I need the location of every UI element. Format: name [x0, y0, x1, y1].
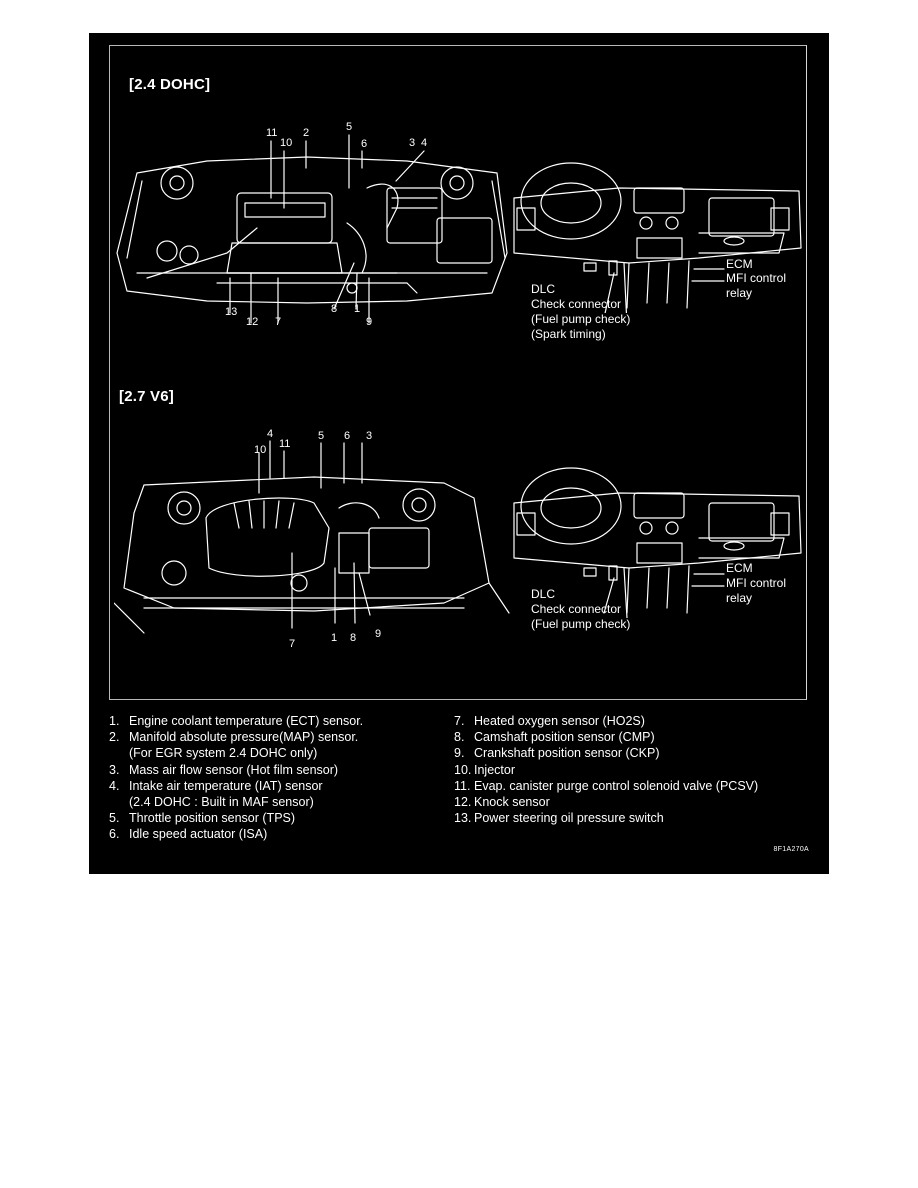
- legend-item-11: 11.Evap. canister purge control solenoid…: [454, 778, 759, 793]
- diagram-panel: [2.4 DOHC] 11 10 2 5 6 3 4 13 12 7 8: [89, 33, 829, 874]
- legend-item-10: 10.Injector: [454, 762, 515, 777]
- callout-10: 10: [280, 137, 293, 149]
- figure-code: 8F1A270A: [773, 846, 809, 853]
- label-ecm-1: ECM: [726, 257, 753, 271]
- callout-11: 11: [266, 127, 278, 139]
- label-check-connector-1: Check connector: [531, 297, 622, 311]
- engine-bay-2-4-dohc-illustration: [116, 156, 508, 304]
- legend-item-12: 12.Knock sensor: [454, 795, 550, 810]
- v6-callout-8: 8: [350, 632, 357, 644]
- leader-lines-2-7-v6: [258, 440, 371, 629]
- callout-6: 6: [361, 138, 368, 150]
- v6-callout-6: 6: [344, 430, 351, 442]
- callout-12: 12: [246, 316, 259, 328]
- legend-item-3: 3.Mass air flow sensor (Hot film sensor): [109, 762, 339, 777]
- label-ecm-2: ECM: [726, 561, 753, 575]
- label-fuel-pump-check-1: (Fuel pump check): [531, 312, 631, 326]
- legend-item-4-note: (2.4 DOHC : Built in MAF sensor): [129, 795, 314, 810]
- section-title-2-7-v6: [2.7 V6]: [119, 388, 174, 405]
- section-title-2-4-dohc: [2.4 DOHC]: [129, 76, 211, 93]
- legend-item-7: 7.Heated oxygen sensor (HO2S): [454, 714, 645, 728]
- legend-right: 7.Heated oxygen sensor (HO2S) 8.Camshaft…: [454, 713, 758, 826]
- v6-callout-10: 10: [254, 444, 267, 456]
- label-dlc-1: DLC: [531, 282, 556, 296]
- label-mfi-relay-2-line2: relay: [726, 591, 753, 605]
- label-mfi-relay-1-line1: MFI control: [726, 271, 787, 285]
- v6-callout-9: 9: [375, 628, 382, 640]
- v6-callout-11: 11: [279, 438, 291, 450]
- label-spark-timing-1: (Spark timing): [531, 327, 606, 341]
- legend-item-6: 6.Idle speed actuator (ISA): [109, 827, 268, 842]
- leader-lines-2-4-dohc: [229, 134, 425, 324]
- engine-bay-2-7-v6-illustration: [114, 476, 510, 634]
- callout-3: 3: [409, 137, 416, 149]
- legend-item-2: 2.Manifold absolute pressure(MAP) sensor…: [109, 730, 359, 745]
- legend-item-13: 13.Power steering oil pressure switch: [454, 811, 664, 826]
- callout-1: 1: [354, 303, 361, 315]
- v6-callout-1: 1: [331, 632, 338, 644]
- callout-7: 7: [275, 316, 282, 328]
- dashboard-2-4-dohc-illustration: [513, 162, 802, 313]
- callout-13: 13: [225, 306, 238, 318]
- label-mfi-relay-2-line1: MFI control: [726, 576, 787, 590]
- callout-8: 8: [331, 303, 338, 315]
- label-dlc-2: DLC: [531, 587, 556, 601]
- dashboard-2-7-v6-illustration: [513, 467, 802, 618]
- v6-callout-4: 4: [267, 428, 274, 440]
- diagram-frame: [109, 45, 807, 700]
- legend-item-2-note: (For EGR system 2.4 DOHC only): [129, 746, 318, 761]
- v6-callout-7: 7: [289, 638, 296, 650]
- legend-item-8: 8.Camshaft position sensor (CMP): [454, 730, 655, 745]
- label-mfi-relay-1-line2: relay: [726, 286, 753, 300]
- legend-item-5: 5.Throttle position sensor (TPS): [109, 811, 296, 826]
- label-fuel-pump-check-2: (Fuel pump check): [531, 617, 631, 631]
- legend-item-4: 4.Intake air temperature (IAT) sensor: [109, 778, 323, 793]
- label-check-connector-2: Check connector: [531, 602, 622, 616]
- callout-2: 2: [303, 127, 310, 139]
- v6-callout-5: 5: [318, 430, 325, 442]
- legend-left: 1.Engine coolant temperature (ECT) senso…: [109, 713, 363, 843]
- callout-9: 9: [366, 316, 373, 328]
- v6-callout-3: 3: [366, 430, 373, 442]
- legend-item-9: 9.Crankshaft position sensor (CKP): [454, 746, 660, 761]
- legend-item-1: 1.Engine coolant temperature (ECT) senso…: [109, 714, 364, 728]
- callout-5: 5: [346, 121, 353, 133]
- callout-4: 4: [421, 137, 428, 149]
